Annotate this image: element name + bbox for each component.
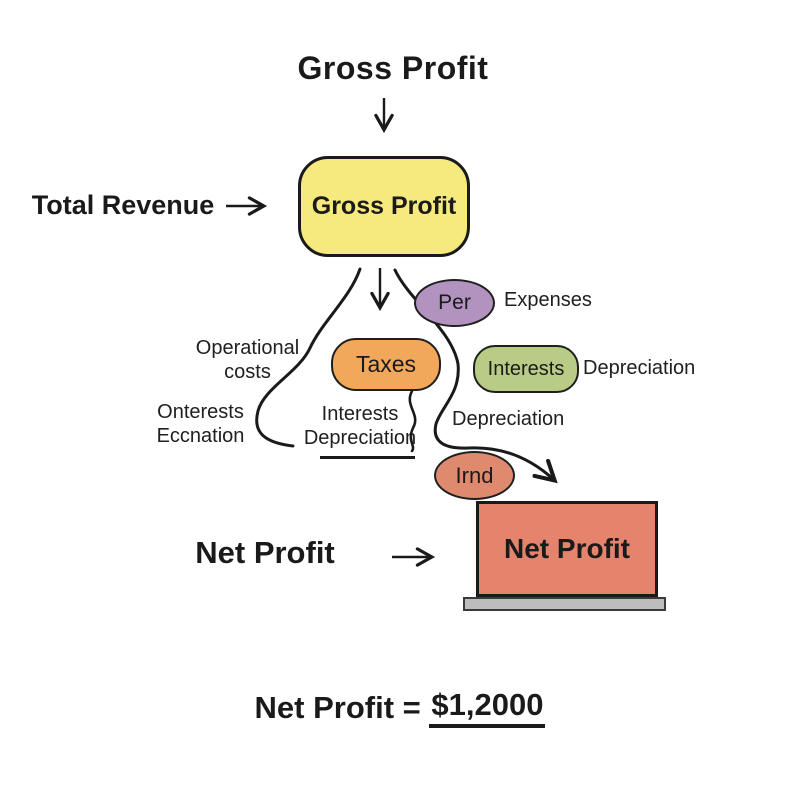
operational-line1: Operational [195, 337, 300, 359]
interests-oval: Interests [473, 345, 579, 393]
operational-line2: costs [224, 361, 271, 383]
per-oval: Per [414, 279, 495, 327]
depreciation-mid-label: Depreciation [452, 408, 565, 430]
irnd-oval: Irnd [434, 451, 515, 500]
irnd-oval-label: Irnd [455, 462, 494, 488]
depreciation-underline [320, 456, 415, 459]
net-profit-pedestal [463, 597, 666, 611]
net-profit-equation: Net Profit = $1,2000 [0, 687, 800, 728]
interests-oval-label: Interests [487, 357, 565, 380]
gross-profit-box-label: Gross Profit [311, 192, 457, 220]
interests-dep-line1: Interests [321, 403, 399, 425]
onterests-label: Onterests Eccnation [148, 400, 253, 448]
interests-dep-line2: Depreciation [303, 427, 417, 449]
taxes-oval-label: Taxes [355, 351, 417, 377]
equation-value: $1,2000 [429, 687, 546, 728]
equation-prefix: Net Profit = [254, 689, 421, 725]
depreciation-right-label: Depreciation [583, 357, 696, 379]
onterests-line1: Onterests [157, 401, 244, 423]
gross-profit-box: Gross Profit [298, 156, 470, 257]
net-profit-box: Net Profit [476, 501, 658, 597]
total-revenue-label: Total Revenue [31, 190, 215, 220]
net-profit-side-label: Net Profit [195, 535, 335, 570]
onterests-line2: Eccnation [156, 425, 245, 447]
operational-costs-label: Operational costs [185, 336, 310, 384]
diagram-title: Gross Profit [297, 50, 489, 86]
expenses-label: Expenses [504, 289, 592, 311]
taxes-oval: Taxes [331, 338, 441, 391]
net-profit-box-label: Net Profit [504, 533, 630, 564]
per-oval-label: Per [438, 291, 471, 314]
interests-depreciation-label: Interests Depreciation [295, 402, 425, 450]
